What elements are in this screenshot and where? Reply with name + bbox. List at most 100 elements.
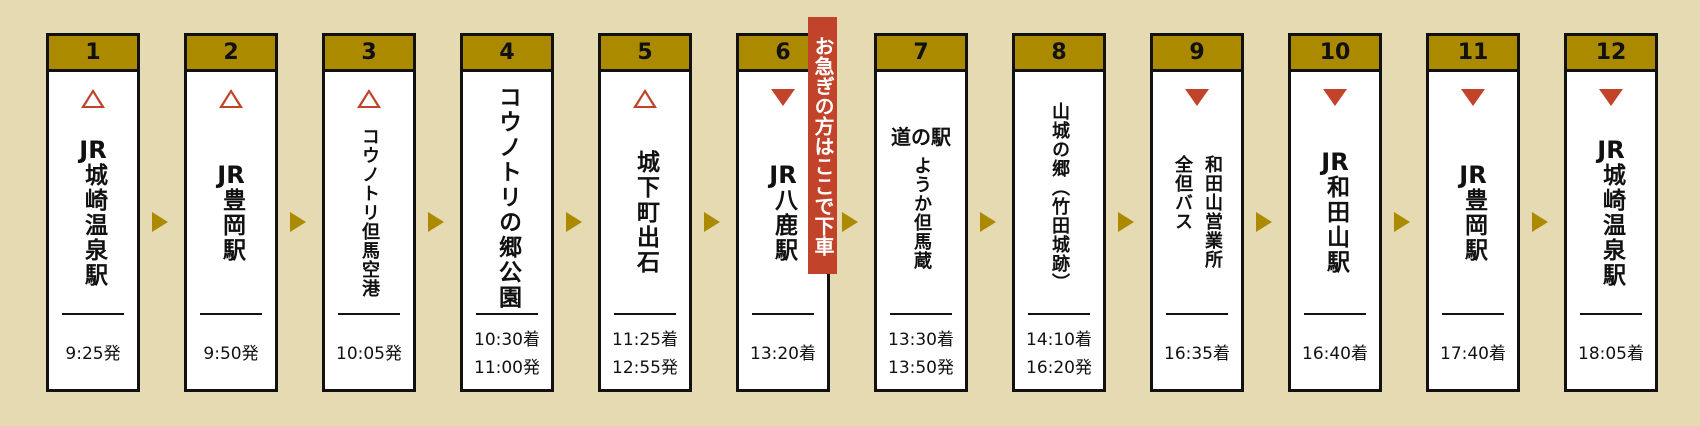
- stop-name-prefix: 道の駅: [891, 125, 951, 149]
- stop-time: 17:40着: [1440, 344, 1506, 364]
- stop-name-text: ようか但馬蔵: [911, 156, 932, 270]
- next-arrow-icon: [980, 212, 996, 232]
- hollow-triangle-up-icon: [357, 89, 381, 108]
- next-arrow-icon: [704, 212, 720, 232]
- stop-time: 14:10着: [1026, 330, 1092, 350]
- stop-name-columns: 八鹿駅: [770, 187, 797, 263]
- filled-triangle-down-icon: [1599, 89, 1623, 106]
- stop-time: 16:35着: [1164, 344, 1230, 364]
- stop-name-columns: 城下町出石: [632, 149, 659, 275]
- stop-name-text: 和田山駅: [1322, 175, 1349, 275]
- stop-name-text: 城崎温泉駅: [1598, 162, 1625, 288]
- stop-body: 和田山営業所全但バス 16:35着: [1153, 72, 1241, 389]
- stop-name-prefix: JR: [1321, 148, 1349, 176]
- stop-number: 2: [187, 36, 275, 72]
- stop-name-text: 豊岡駅: [218, 187, 245, 263]
- stop-name-columns: 和田山営業所全但バス: [1172, 155, 1223, 269]
- divider: [1028, 313, 1090, 315]
- stop-number: 8: [1015, 36, 1103, 72]
- filled-triangle-down-icon: [1461, 89, 1485, 106]
- stop-time: 10:05発: [336, 344, 402, 364]
- stop-number: 12: [1567, 36, 1655, 72]
- next-arrow-icon: [290, 212, 306, 232]
- stop-time: 13:50発: [888, 358, 954, 378]
- stop-name: 和田山営業所全但バス: [1153, 114, 1241, 310]
- divider: [1442, 313, 1504, 315]
- stop-name-columns: コウノトリの郷公園: [494, 84, 521, 310]
- filled-triangle-down-icon: [1323, 89, 1347, 106]
- stop-number: 1: [49, 36, 137, 72]
- stop-name-columns: 山城の郷（竹田城跡）: [1049, 102, 1070, 292]
- stop-name-columns: 城崎温泉駅: [81, 163, 107, 288]
- stop-number: 10: [1291, 36, 1379, 72]
- stop-name-columns: 豊岡駅: [1461, 188, 1487, 263]
- stop-time: 13:30着: [888, 330, 954, 350]
- stop-times: 11:25着 12:55発: [601, 324, 689, 384]
- stop-time: 9:50発: [203, 344, 259, 364]
- stop-name: 道の駅ようか但馬蔵: [877, 84, 965, 310]
- stop-card: 7 道の駅ようか但馬蔵 13:30着 13:50発: [874, 33, 968, 392]
- stop-time: 9:25発: [65, 344, 121, 364]
- stop-name-columns: 城崎温泉駅: [1598, 162, 1625, 288]
- stop-number: 11: [1429, 36, 1517, 72]
- divider: [200, 313, 262, 315]
- stop-body: 道の駅ようか但馬蔵 13:30着 13:50発: [877, 72, 965, 389]
- stop-times: 10:05発: [325, 324, 413, 384]
- filled-triangle-down-icon: [1185, 89, 1209, 106]
- filled-triangle-down-icon: [771, 89, 795, 106]
- stop-times: 16:35着: [1153, 324, 1241, 384]
- stop-times: 9:25発: [49, 324, 137, 384]
- stop-name-text: 全但バス: [1172, 155, 1193, 231]
- stop-times: 13:30着 13:50発: [877, 324, 965, 384]
- stop-name: 山城の郷（竹田城跡）: [1015, 84, 1103, 310]
- stop-name-prefix: JR: [1459, 160, 1487, 189]
- divider: [1304, 313, 1366, 315]
- get-off-here-banner: お急ぎの方はここで下車: [808, 17, 837, 274]
- stop-name-text: 和田山営業所: [1202, 155, 1223, 269]
- stop-name-columns: 豊岡駅: [218, 187, 245, 263]
- stop-number: 5: [601, 36, 689, 72]
- stop-name: コウノトリの郷公園: [463, 84, 551, 310]
- divider: [1166, 313, 1228, 315]
- stop-times: 13:20着: [739, 324, 827, 384]
- stop-name-prefix: JR: [1597, 135, 1625, 164]
- stop-time: 18:05着: [1578, 344, 1644, 364]
- stop-body: コウノトリ但馬空港 10:05発: [325, 72, 413, 389]
- stop-times: 9:50発: [187, 324, 275, 384]
- stop-number: 7: [877, 36, 965, 72]
- divider: [1580, 313, 1642, 315]
- divider: [338, 313, 400, 315]
- stop-name-columns: コウノトリ但馬空港: [359, 127, 380, 298]
- stop-name: コウノトリ但馬空港: [325, 114, 413, 310]
- stop-time: 16:20発: [1026, 358, 1092, 378]
- stop-times: 16:40着: [1291, 324, 1379, 384]
- divider: [890, 313, 952, 315]
- stop-name-text: 城下町出石: [632, 149, 659, 275]
- stop-card: 8 山城の郷（竹田城跡） 14:10着 16:20発: [1012, 33, 1106, 392]
- stop-name-prefix: JR: [217, 160, 245, 189]
- next-arrow-icon: [1118, 212, 1134, 232]
- next-arrow-icon: [1256, 212, 1272, 232]
- stop-time: 12:55発: [612, 358, 678, 378]
- stop-name-columns: ようか但馬蔵: [911, 156, 932, 270]
- next-arrow-icon: [566, 212, 582, 232]
- stop-name-text: コウノトリの郷公園: [494, 84, 521, 310]
- divider: [752, 313, 814, 315]
- stop-name-text: 八鹿駅: [770, 187, 797, 263]
- stop-time: 11:25着: [612, 330, 678, 350]
